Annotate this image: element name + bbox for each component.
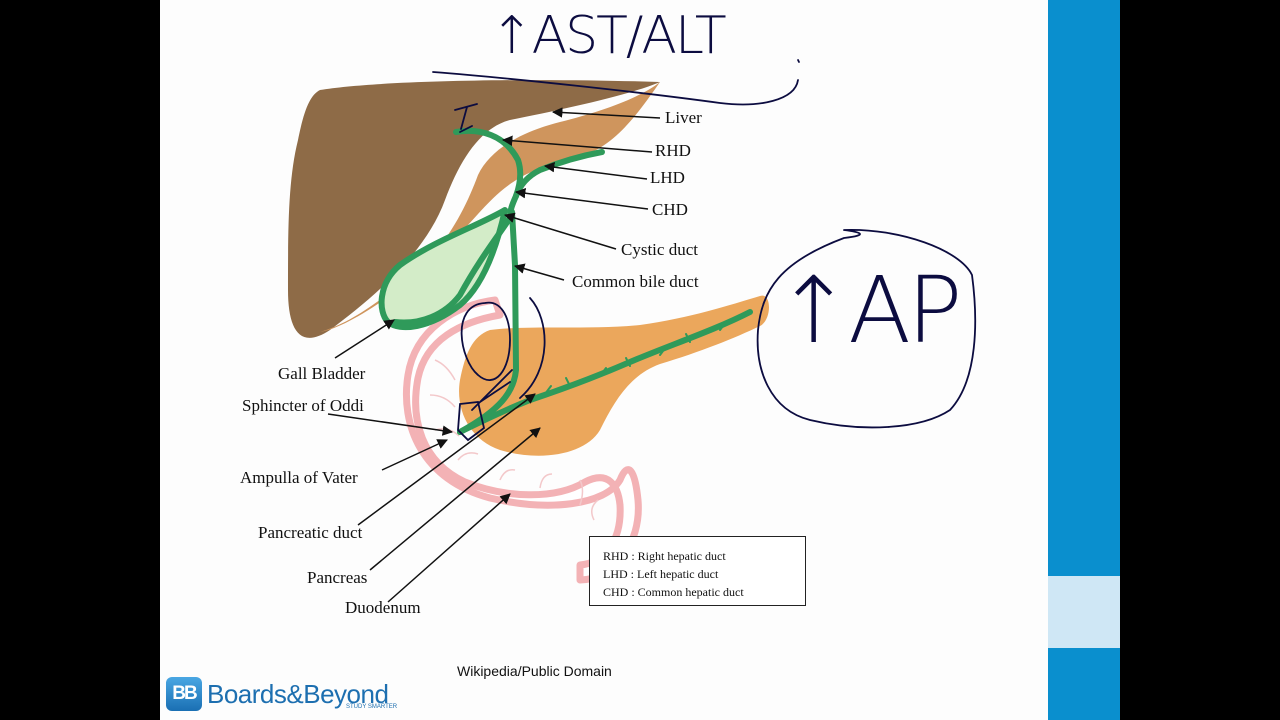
slide-accent-bar xyxy=(1048,0,1120,720)
label-sphincter-of-oddi: Sphincter of Oddi xyxy=(242,397,364,414)
accent-bar-light-block xyxy=(1048,576,1120,648)
boards-and-beyond-logo: BB Boards&Beyond STUDY SMARTER xyxy=(166,676,388,712)
handwritten-ast-alt: ↑AST/ALT xyxy=(490,10,725,62)
legend-rhd: RHD : Right hepatic duct xyxy=(603,547,805,565)
label-lhd: LHD xyxy=(650,169,685,186)
image-credit: Wikipedia/Public Domain xyxy=(457,663,612,679)
handwritten-ap: ↑AP xyxy=(775,265,959,357)
label-duodenum: Duodenum xyxy=(345,599,421,616)
label-liver: Liver xyxy=(665,109,702,126)
legend-lhd: LHD : Left hepatic duct xyxy=(603,565,805,583)
label-ampulla-of-vater: Ampulla of Vater xyxy=(240,469,358,486)
label-gall-bladder: Gall Bladder xyxy=(278,365,365,382)
label-pancreas: Pancreas xyxy=(307,569,367,586)
label-common-bile-duct: Common bile duct xyxy=(572,273,699,290)
abbreviation-legend: RHD : Right hepatic duct LHD : Left hepa… xyxy=(589,536,806,606)
liver xyxy=(288,80,660,338)
brand-tagline: STUDY SMARTER xyxy=(346,704,397,710)
label-cystic-duct: Cystic duct xyxy=(621,241,698,258)
label-chd: CHD xyxy=(652,201,688,218)
label-rhd: RHD xyxy=(655,142,691,159)
bb-logo-icon: BB xyxy=(166,677,202,711)
legend-chd: CHD : Common hepatic duct xyxy=(603,583,805,601)
slide: ↑AST/ALT ↑AP Liver RHD LHD CHD Cystic du… xyxy=(160,0,1048,720)
label-pancreatic-duct: Pancreatic duct xyxy=(258,524,362,541)
